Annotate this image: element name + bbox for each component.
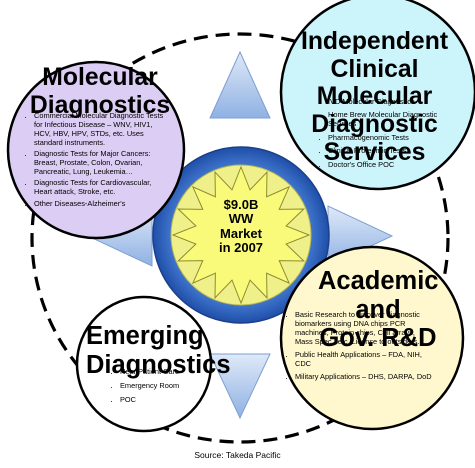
list-item: POC xyxy=(120,395,204,405)
center-line-2: WW xyxy=(228,211,254,227)
market-boundary-dashed-circle xyxy=(30,32,450,444)
molecular-diagnostics-list: Commercial Molecular Diagnostic Tests fo… xyxy=(22,111,170,209)
molecular-diagnostics-title: Molecular Diagnostics xyxy=(29,64,171,119)
triangle-bottom xyxy=(209,353,271,420)
center-line-3: Market xyxy=(220,225,262,241)
list-item: Commercial Molecular Diagnostic Tests fo… xyxy=(34,111,170,148)
list-item: Emergency Room xyxy=(120,381,204,391)
list-item: Military Applications – DHS, DARPA, DoD xyxy=(295,372,433,382)
emerging-diagnostics-circle xyxy=(75,295,213,433)
academic-rd-list: Basic Research to discover diagnostic bi… xyxy=(283,310,433,382)
list-item: Doctor's Office POC xyxy=(328,160,464,170)
center-line-4: in 2007 xyxy=(218,239,264,255)
list-item: Near Patient Care xyxy=(120,367,204,377)
list-item: Public Health Applications – FDA, NIH, C… xyxy=(295,350,433,369)
list-item: Basic Research to discover diagnostic bi… xyxy=(295,310,433,347)
list-item: Pharmacogenomic Tests xyxy=(328,133,464,143)
molecular-diagnostics-circle xyxy=(6,60,186,240)
independent-services-list: IVD Molecular Diagnostics Home Brew Mole… xyxy=(316,97,464,170)
list-item: IVD Molecular Diagnostics xyxy=(328,97,464,107)
independent-services-circle xyxy=(279,0,475,191)
triangle-top xyxy=(209,50,271,119)
emerging-diagnostics-list: Near Patient Care Emergency Room POC xyxy=(108,367,204,405)
list-item: Clinical Proteomic Tests xyxy=(328,146,464,156)
independent-services-title: Independent Clinical Molecular Diagnosti… xyxy=(300,28,449,166)
academic-rd-title: Academic and Gov. R&D xyxy=(318,267,439,353)
source-caption: Source: Takeda Pacific xyxy=(194,450,281,460)
center-market-label: $9.0B WW Market in 2007 xyxy=(205,197,277,255)
center-star-burst xyxy=(171,165,311,305)
list-item: Other Diseases-Alzheimer's xyxy=(34,199,170,209)
list-item: Home Brew Molecular Diagnostic Services xyxy=(328,111,464,129)
emerging-diagnostics-title: Emerging Diagnostics xyxy=(86,322,231,379)
list-item: Diagnostic Tests for Major Cancers: Brea… xyxy=(34,149,170,177)
academic-rd-circle xyxy=(279,245,465,431)
center-line-1: $9.0B xyxy=(223,197,259,212)
list-item: Diagnostic Tests for Cardiovascular, Hea… xyxy=(34,178,170,197)
